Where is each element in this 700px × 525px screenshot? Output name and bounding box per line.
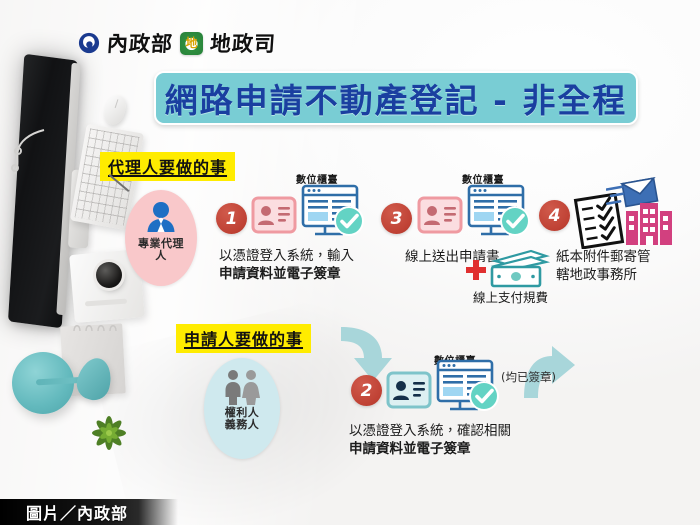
business-person-icon [147, 202, 175, 232]
step-number-3: 3 [381, 203, 412, 234]
actor-agent-label: 專業代理 人 [138, 237, 184, 263]
checklist-icon [573, 193, 625, 249]
step-number-2: 2 [351, 375, 382, 406]
step-1-caption: 以憑證登入系統，輸入 申請資料並電子簽章 [219, 248, 354, 282]
step-number-1: 1 [216, 203, 247, 234]
id-card-icon [386, 371, 432, 409]
logo-badge-text: 地 [185, 36, 198, 50]
actor-applicant: 權利人 義務人 [204, 358, 280, 459]
page-title: 網路申請不動產登記 - 非全程 [164, 81, 628, 120]
actor-agent: 專業代理 人 [125, 190, 197, 286]
logo-department-text: 地政司 [209, 32, 277, 56]
step-4-caption: 紙本附件郵寄管 轄地政事務所 [556, 249, 651, 283]
signed-note: (均已簽章) [501, 370, 556, 384]
two-people-icon [225, 370, 260, 405]
mail-send-icon [606, 177, 659, 208]
webcam-lens [96, 262, 122, 288]
title-banner: 網路申請不動產登記 - 非全程 [154, 71, 638, 125]
succulent-plant-icon [92, 416, 126, 450]
notepad-rings [73, 325, 117, 332]
logo-ministry-text: 內政部 [106, 32, 174, 56]
monitor-check-icon [301, 184, 364, 236]
step-2-caption: 以憑證登入系統，確認相關 申請資料並電子簽章 [349, 423, 511, 457]
section-label-agent: 代理人要做的事 [100, 152, 236, 181]
monitor-check-icon [467, 184, 530, 236]
cable [11, 129, 45, 175]
section-label-agent-text: 代理人要做的事 [108, 158, 228, 177]
ministry-logo: 內政部 地 地政司 [78, 28, 277, 58]
office-building-icon [626, 203, 672, 245]
monitor-check-icon [436, 359, 499, 411]
ministry-emblem-icon [78, 32, 100, 54]
banknote-icon [490, 249, 551, 288]
image-credit-bar: 圖片／內政部 [0, 499, 178, 525]
actor-applicant-label: 權利人 義務人 [224, 406, 260, 432]
section-label-applicant-text: 申請人要做的事 [184, 330, 304, 349]
step-number-4: 4 [539, 200, 570, 231]
step-3-caption-secondary: 線上支付規費 [473, 290, 549, 305]
kiosk-label-step1: 數位櫃臺 [296, 175, 338, 186]
id-card-icon [251, 196, 297, 234]
section-label-applicant: 申請人要做的事 [176, 324, 312, 353]
land-administration-badge-icon: 地 [180, 31, 203, 55]
kiosk-label-step3: 數位櫃臺 [462, 175, 504, 186]
id-card-icon [417, 196, 463, 234]
plus-icon [466, 260, 486, 280]
image-credit-text: 圖片／內政部 [26, 504, 129, 523]
